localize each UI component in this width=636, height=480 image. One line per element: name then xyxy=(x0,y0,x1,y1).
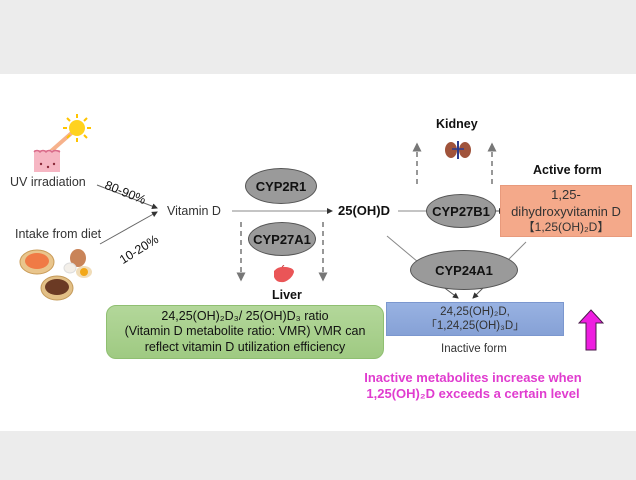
cyp24a1-node: CYP24A1 xyxy=(410,250,518,290)
cyp27b1-node: CYP27B1 xyxy=(426,194,496,228)
sun-skin-icon xyxy=(33,114,91,172)
25ohd-label: 25(OH)D xyxy=(338,203,391,218)
vmr-line-2: (Vitamin D metabolite ratio: VMR) VMR ca… xyxy=(124,324,366,339)
food-icon xyxy=(19,249,92,301)
inactive-line-1: 24,25(OH)₂D, xyxy=(440,305,510,318)
active-form-title: Active form xyxy=(533,163,602,177)
liver-label: Liver xyxy=(272,288,302,302)
uv-arrow xyxy=(96,184,158,210)
diet-label: Intake from diet xyxy=(15,227,102,241)
inactive-form-caption: Inactive form xyxy=(441,343,507,355)
inactive-form-box: 24,25(OH)₂D, 「1,24,25(OH)₃D」 xyxy=(386,302,564,336)
liver-icon xyxy=(274,265,294,283)
note-line-2: 1,25(OH)₂D exceeds a certain level xyxy=(366,386,580,402)
bottom-band xyxy=(0,431,636,480)
note-line-1: Inactive metabolites increase when xyxy=(364,370,582,385)
cyp27a1-node: CYP27A1 xyxy=(248,222,316,256)
vmr-line-1: 24,25(OH)₂D₃/ 25(OH)D₃ ratio xyxy=(161,308,329,323)
active-form-box: 1,25- dihydroxyvitamin D 【1,25(OH)₂D】 xyxy=(500,185,632,237)
kidney-icon xyxy=(445,141,471,159)
top-band xyxy=(0,0,636,74)
uv-label: UV irradiation xyxy=(10,175,86,189)
increase-note: Inactive metabolites increase when 1,25(… xyxy=(338,370,608,403)
cyp2r1-node: CYP2R1 xyxy=(245,168,317,204)
vmr-box: 24,25(OH)₂D₃/ 25(OH)D₃ ratio (Vitamin D … xyxy=(106,305,384,359)
inactive-line-2: 「1,24,25(OH)₃D」 xyxy=(425,320,525,332)
vitamin-d-label: Vitamin D xyxy=(167,204,221,218)
kidney-label: Kidney xyxy=(436,117,478,131)
diet-arrow xyxy=(99,211,158,245)
active-line-3: 【1,25(OH)₂D】 xyxy=(522,219,610,234)
25ohd-to-cyp24a1-line xyxy=(386,235,419,263)
up-arrow-icon xyxy=(578,309,604,351)
active-line-1: 1,25- xyxy=(551,187,581,203)
vmr-line-3: reflect vitamin D utilization efficiency xyxy=(144,339,346,354)
active-line-2: dihydroxyvitamin D xyxy=(511,203,621,219)
